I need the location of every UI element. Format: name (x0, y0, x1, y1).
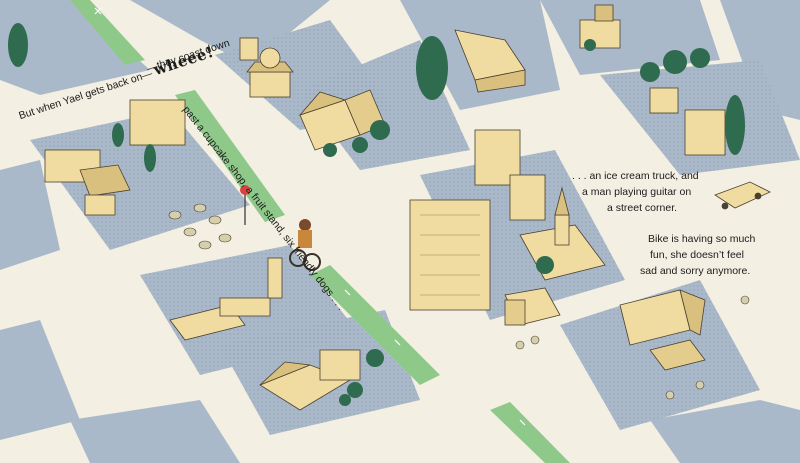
figures (168, 203, 750, 400)
top-right-buildings (579, 4, 726, 156)
house-bottom (259, 349, 361, 411)
block-top-left (0, 0, 150, 95)
story-text-line-4: . . . an ice cream truck, and (572, 170, 699, 182)
gas-station (169, 257, 283, 341)
food-truck (619, 289, 706, 371)
bike-lane-middle (175, 90, 285, 222)
story-text-line-8: fun, she doesn’t feel (650, 249, 744, 261)
car (714, 181, 771, 210)
ice-cream-truck (504, 287, 561, 326)
block-top-middle (130, 0, 330, 65)
apartment-blocks (409, 129, 546, 311)
story-text-line-6: a street corner. (607, 202, 678, 214)
story-text-line-9: sad and sorry anymore. (640, 265, 751, 277)
story-text-line-5: a man playing guitar on (582, 186, 692, 198)
block-bottom-right (650, 400, 800, 463)
block-bottom-middle (70, 400, 240, 463)
buildings (44, 4, 771, 411)
block-left-edge (0, 160, 60, 270)
fruit-stand (44, 99, 186, 216)
bike-lane-lower (310, 265, 440, 385)
story-text-line-7: Bike is having so much (648, 233, 756, 245)
cupcake-shop (239, 37, 294, 98)
cyclist-yael (289, 219, 321, 271)
stop-sign (240, 185, 250, 225)
bike-lane-top (70, 0, 145, 65)
block-bottom-left (0, 320, 80, 440)
bus (454, 29, 526, 93)
bike-lanes (70, 0, 570, 463)
trees (8, 23, 745, 406)
bike-lane-bottom (490, 402, 570, 463)
